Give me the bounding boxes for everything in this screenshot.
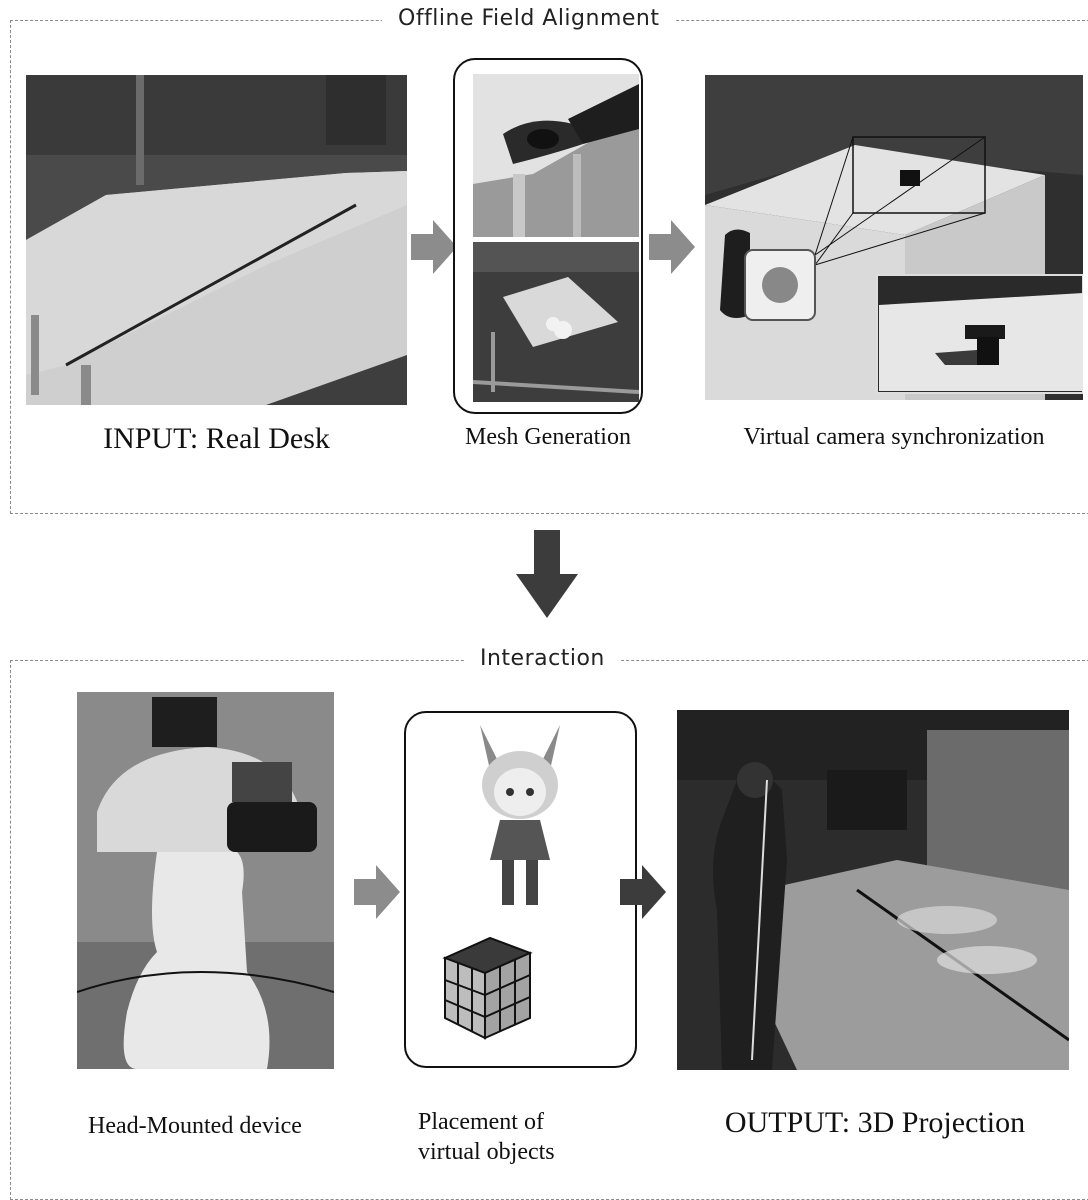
projection-output-photo — [677, 710, 1069, 1070]
arrow-right-icon — [620, 865, 666, 919]
caption-output-3d-projection: OUTPUT: 3D Projection — [724, 1106, 1026, 1139]
caption-head-mounted-device: Head-Mounted device — [88, 1113, 302, 1139]
caption-mesh-generation: Mesh Generation — [465, 424, 631, 450]
offline-field-alignment-title: Offline Field Alignment — [382, 6, 676, 31]
mesh-scene-photo — [473, 242, 639, 402]
cube-model — [435, 928, 535, 1048]
head-mounted-device-photo — [77, 692, 334, 1069]
arrow-right-icon — [411, 220, 457, 274]
tracker-on-desk-photo — [473, 74, 639, 237]
virtual-camera-scene — [705, 75, 1083, 400]
real-desk-photo — [26, 75, 407, 405]
arrow-right-icon — [649, 220, 695, 274]
interaction-title: Interaction — [464, 646, 621, 671]
anime-character-model — [440, 720, 600, 910]
caption-placement-line2: virtual objects — [418, 1139, 555, 1165]
arrow-down-icon — [516, 530, 578, 618]
arrow-right-icon — [354, 865, 400, 919]
caption-input-real-desk: INPUT: Real Desk — [103, 422, 330, 455]
caption-placement-line1: Placement of — [418, 1109, 544, 1135]
caption-virtual-camera: Virtual camera synchronization — [743, 424, 1045, 450]
